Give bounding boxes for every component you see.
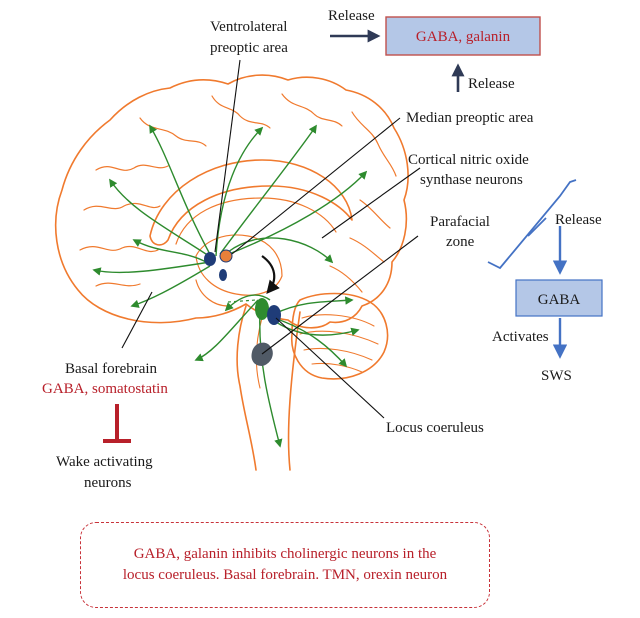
curved-black-arrow xyxy=(261,255,280,295)
vlpo-label: Ventrolateral xyxy=(210,19,287,35)
sws-label: SWS xyxy=(541,368,572,384)
cerebrum-outline xyxy=(54,74,409,329)
small-navy-nucleus xyxy=(219,269,227,281)
projection-pathways xyxy=(92,124,368,448)
median-preoptic-nucleus xyxy=(219,249,233,263)
gaba-box-text: GABA xyxy=(538,292,581,308)
vlpo-label-line2: preoptic area xyxy=(210,40,288,56)
leader-lines xyxy=(121,59,421,419)
wake-activating-label: Wake activating xyxy=(56,454,153,470)
wake-activating-label-line2: neurons xyxy=(84,475,132,491)
dashed-connection xyxy=(227,299,257,303)
basal-forebrain-transmitters: GABA, somatostatin xyxy=(42,381,168,397)
release-label-top: Release xyxy=(328,8,375,24)
cerebellum-outline xyxy=(290,292,389,380)
green-nucleus xyxy=(255,298,269,320)
median-preoptic-label: Median preoptic area xyxy=(406,110,534,126)
summary-note: GABA, galanin inhibits cholinergic neuro… xyxy=(80,522,490,608)
locus-coeruleus-nucleus xyxy=(267,305,281,325)
corpus-callosum xyxy=(149,159,353,246)
parafacial-label: Parafacial xyxy=(430,214,490,230)
activates-label: Activates xyxy=(492,329,549,345)
release-label-mid: Release xyxy=(468,76,515,92)
parafacial-label-line2: zone xyxy=(446,234,475,250)
bracket-tick xyxy=(527,217,547,237)
brainstem-outline xyxy=(236,305,301,471)
blue-bracket xyxy=(487,179,577,270)
locus-coeruleus-label: Locus coeruleus xyxy=(386,420,484,436)
cortical-nos-label: Cortical nitric oxide xyxy=(408,152,529,168)
vlpo-nucleus xyxy=(204,252,216,266)
gaba-galanin-box xyxy=(385,16,541,56)
summary-note-text: GABA, galanin inhibits cholinergic neuro… xyxy=(122,546,448,583)
parafacial-zone-nucleus xyxy=(251,342,273,366)
inhibition-symbol xyxy=(103,404,131,443)
release-label-right: Release xyxy=(555,212,602,228)
gaba-box xyxy=(515,279,603,317)
cortical-nos-label-line2: synthase neurons xyxy=(420,172,523,188)
gaba-galanin-text: GABA, galanin xyxy=(416,29,511,45)
brain-illustration xyxy=(54,74,409,471)
basal-forebrain-label: Basal forebrain xyxy=(65,361,158,377)
